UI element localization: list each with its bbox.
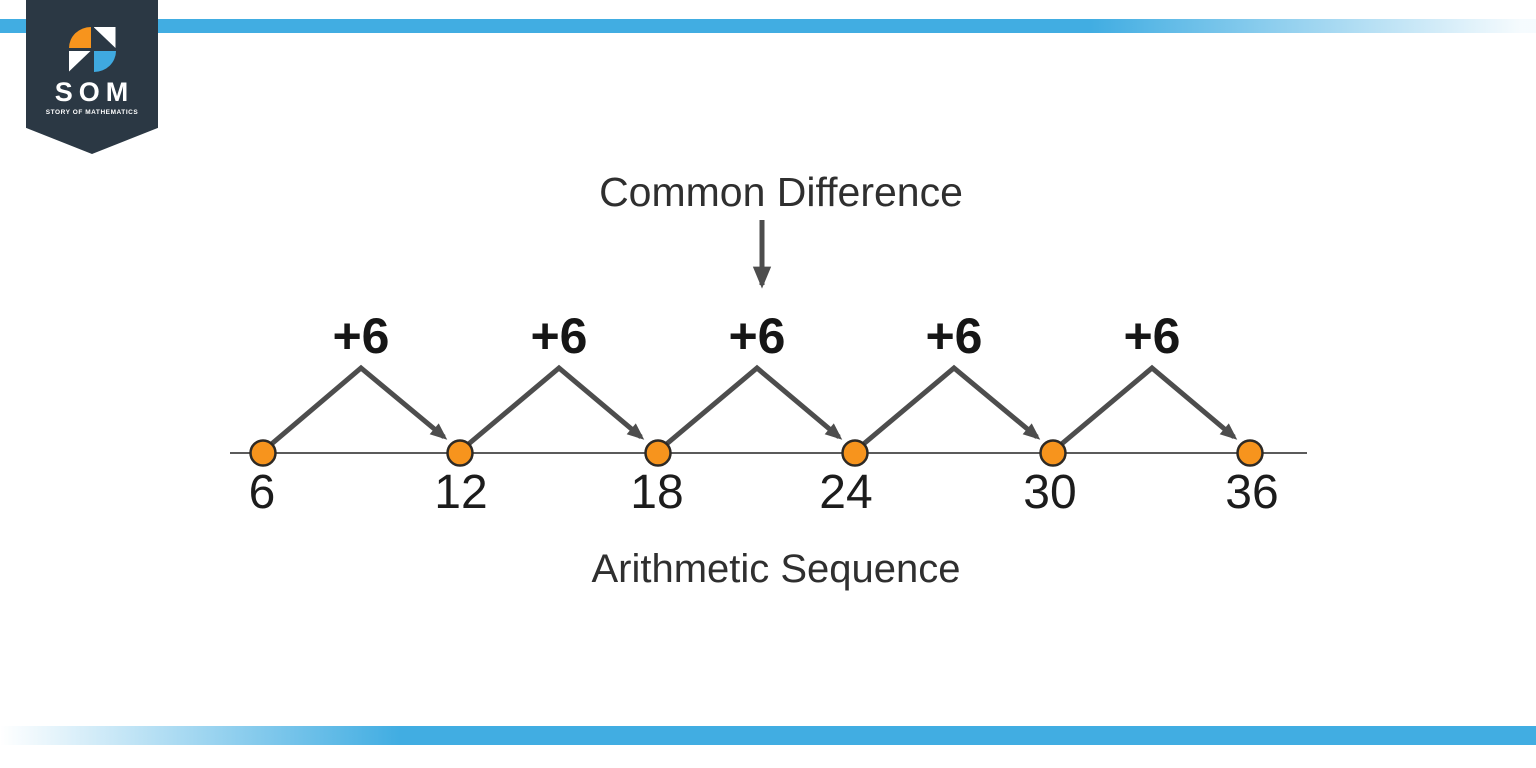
term-label: 24: [819, 466, 872, 519]
bottom-accent-stripe: [0, 726, 1536, 745]
increment-label: +6: [1123, 308, 1180, 364]
pinwheel-white-top-right-triangle: [93, 27, 116, 48]
logo-text: SOM: [54, 77, 135, 107]
diagram-caption: Arithmetic Sequence: [591, 547, 960, 591]
term-label: 6: [249, 466, 276, 519]
sequence-point: [841, 439, 869, 467]
sequence-point: [249, 439, 277, 467]
pinwheel-white-bottom-left-triangle: [68, 51, 91, 72]
increment-arrow-3: [661, 364, 843, 449]
increment-label: +6: [925, 308, 982, 364]
pinwheel-blue-quadrant: [93, 51, 116, 72]
sequence-point: [446, 439, 474, 467]
increment-arrow-1: [266, 364, 448, 449]
term-label: 30: [1023, 466, 1076, 519]
increment-arrow-4: [858, 364, 1041, 449]
pinwheel-orange-quadrant: [68, 27, 91, 48]
som-logo-badge: SOM STORY OF MATHEMATICS: [26, 0, 158, 154]
term-label: 18: [630, 466, 683, 519]
logo-tagline: STORY OF MATHEMATICS: [45, 109, 139, 116]
increment-label: +6: [332, 308, 389, 364]
increment-label: +6: [728, 308, 785, 364]
top-accent-stripe: [0, 19, 1536, 33]
sequence-point: [1236, 439, 1264, 467]
increment-arrow-5: [1056, 364, 1238, 449]
sequence-point: [1039, 439, 1067, 467]
common-difference-label: Common Difference: [599, 169, 963, 215]
increment-arrow-2: [463, 364, 645, 449]
term-label: 36: [1225, 466, 1278, 519]
increment-label: +6: [530, 308, 587, 364]
term-label: 12: [434, 466, 487, 519]
sequence-point: [644, 439, 672, 467]
som-pinwheel-icon: [68, 27, 116, 72]
